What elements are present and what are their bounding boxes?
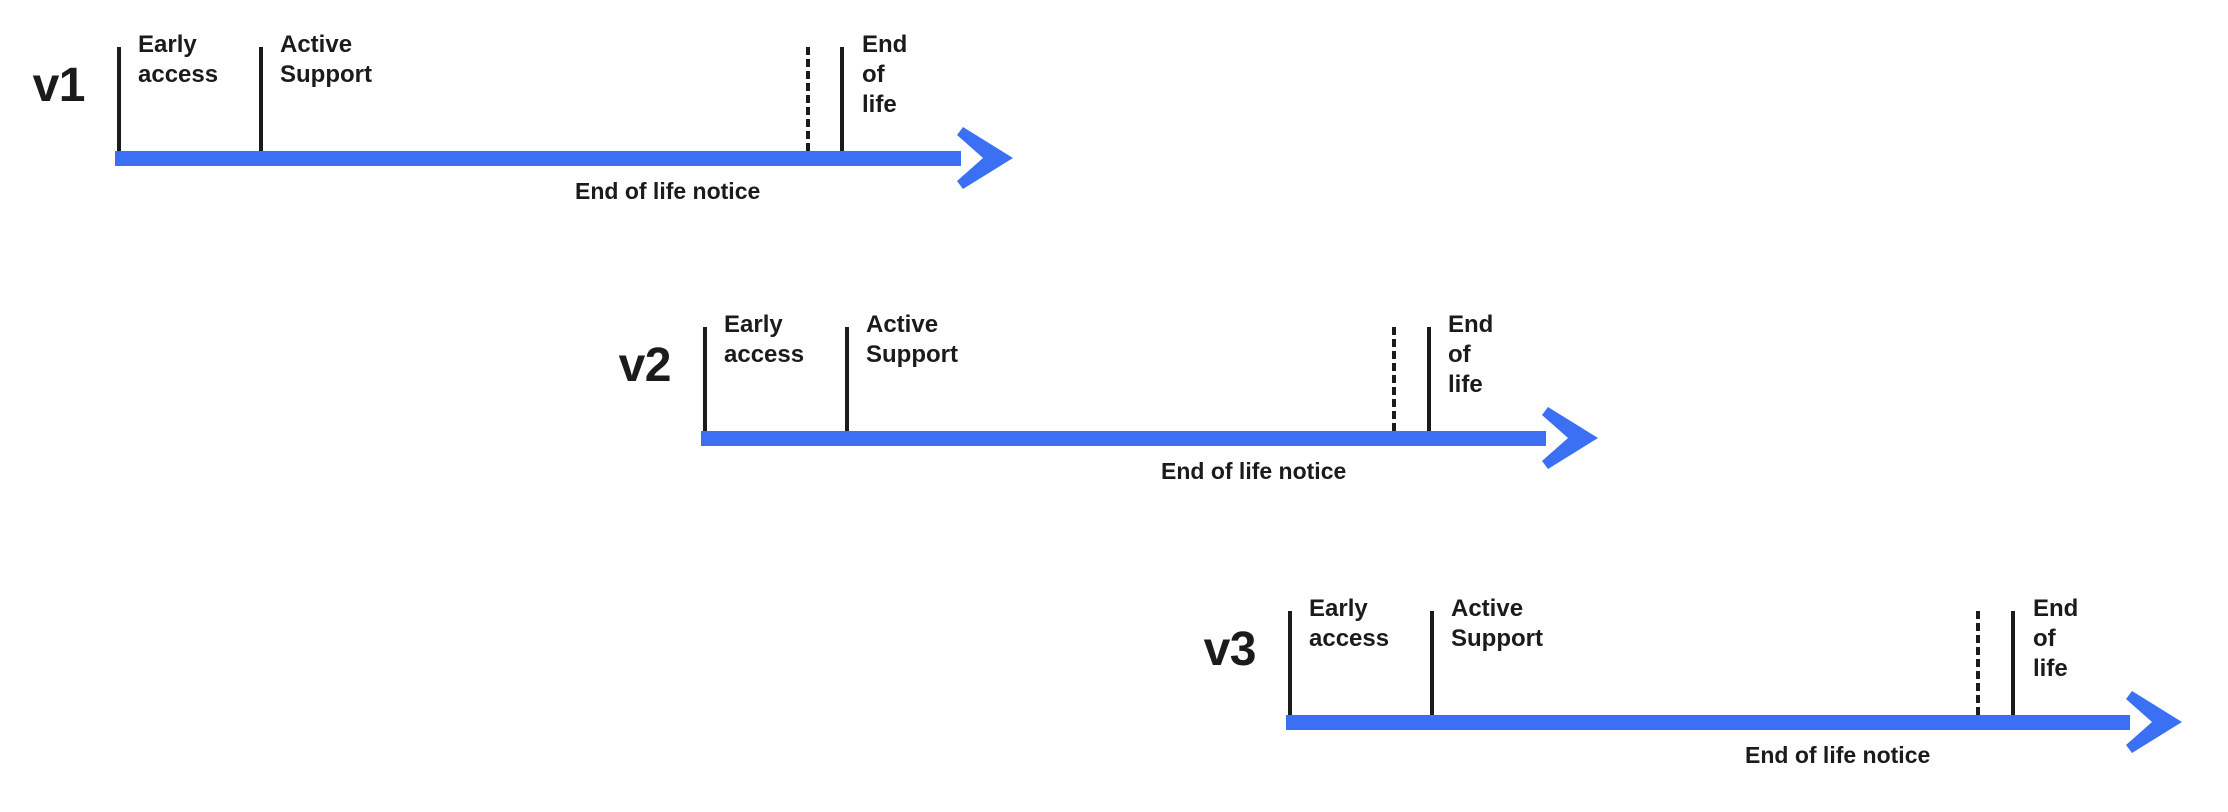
early-access-tick-v1 [117,47,121,151]
active-support-tick-v3 [1430,611,1434,715]
active-support-label-v1: Active Support [280,31,372,88]
end-of-life-tick-v1 [840,47,844,151]
end-of-life-tick-v2 [1427,327,1431,431]
end-of-life-label-v2: End of life [1448,311,1494,398]
lifecycle-arrow-shaft-v2 [701,431,1546,446]
eol-notice-label-v3: End of life notice [1745,742,1931,768]
eol-notice-tick-v1 [806,47,810,151]
active-support-tick-v2 [845,327,849,431]
early-access-label-v2: Early access [724,311,805,368]
early-access-tick-v2 [703,327,707,431]
lifecycle-arrow-shaft-v3 [1286,715,2130,730]
eol-notice-label-v2: End of life notice [1161,458,1347,484]
end-of-life-label-v1: End of life [862,31,908,118]
eol-notice-tick-v2 [1392,327,1396,431]
active-support-label-v3: Active Support [1451,595,1543,652]
lifecycle-arrow-shaft-v1 [115,151,961,166]
eol-notice-tick-v3 [1976,611,1980,715]
end-of-life-label-v3: End of life [2033,595,2079,682]
eol-notice-label-v1: End of life notice [575,178,761,204]
version-label-v3: v3 [1203,623,1257,676]
active-support-tick-v1 [259,47,263,151]
early-access-label-v3: Early access [1309,595,1390,652]
version-label-v2: v2 [618,339,672,392]
end-of-life-tick-v3 [2011,611,2015,715]
early-access-label-v1: Early access [138,31,219,88]
early-access-tick-v3 [1288,611,1292,715]
version-label-v1: v1 [32,59,86,112]
active-support-label-v2: Active Support [866,311,958,368]
